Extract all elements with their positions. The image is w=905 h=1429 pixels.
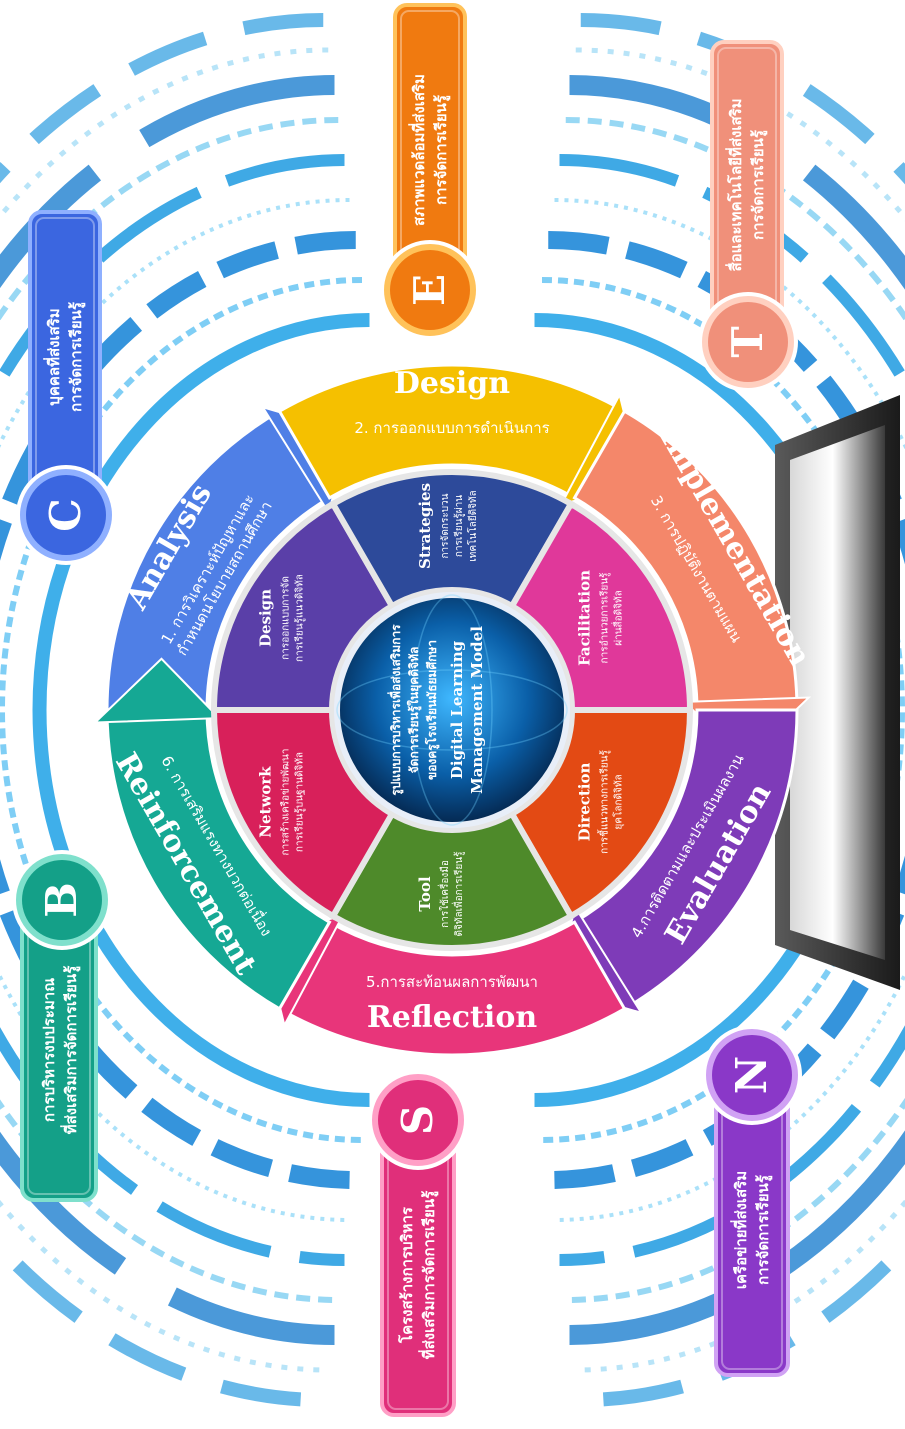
badge-circle-c: C bbox=[16, 465, 116, 565]
inner-title-facilitation: Facilitation bbox=[575, 570, 593, 666]
inner-title-network: Network bbox=[257, 766, 275, 838]
inner-segment-facilitation: Facilitation การอำนวยการเรียนรู้ผ่านสื่อด… bbox=[507, 499, 694, 713]
badge-b: การบริหารงบประมาณที่ส่งเสริมการจัดการเรี… bbox=[12, 850, 112, 1202]
background-arc bbox=[32, 313, 370, 1107]
badge-circle-t: T bbox=[698, 292, 798, 392]
badge-text2-n: การจัดการเรียนรู้ bbox=[754, 1174, 773, 1285]
inner-desc1-strategies: การจัดกระบวน bbox=[440, 493, 451, 558]
badge-circle-n: N bbox=[702, 1025, 802, 1125]
badge-e: สภาพแวดล้อมที่ส่งเสริมการจัดการเรียนรู้ E bbox=[380, 3, 480, 340]
badge-text1-c: บุคคลที่ส่งเสริม bbox=[43, 308, 64, 405]
badge-letter-c: C bbox=[41, 498, 90, 531]
badge-letter-b: B bbox=[37, 882, 86, 918]
inner-title-strategies: Strategies bbox=[416, 483, 434, 569]
background-arc bbox=[0, 277, 363, 1143]
badge-circle-b: B bbox=[12, 850, 112, 950]
badge-letter-s: S bbox=[393, 1105, 442, 1135]
cycle-title-design: Design bbox=[394, 366, 510, 401]
background-arc bbox=[0, 231, 356, 1189]
badge-circle-s: S bbox=[368, 1070, 468, 1170]
background-arc bbox=[0, 47, 329, 1373]
badge-t: สื่อและเทคโนโลยีที่ส่งเสริมการจัดการเรีย… bbox=[698, 40, 798, 392]
inner-desc2-network: การเรียนรู้บนฐานดิจิทัล bbox=[294, 752, 306, 852]
background-arc bbox=[0, 117, 339, 1303]
badge-n: เครือข่ายที่ส่งเสริมการจัดการเรียนรู้ N bbox=[702, 1025, 802, 1377]
center-line2: จัดการเรียนรู้ในยุคดิจิทัล bbox=[406, 647, 422, 774]
background-arc bbox=[580, 13, 905, 1407]
cycle-subtitle-design: 2. การออกแบบการดำเนินการ bbox=[354, 419, 549, 437]
background-arc bbox=[0, 154, 345, 1266]
inner-desc3-strategies: เทคโนโลยีดิจิทัล bbox=[466, 490, 479, 561]
background-arc bbox=[0, 198, 350, 1222]
inner-segment-strategies: Strategies การจัดกระบวนการเรียนรู้ผ่านเทค… bbox=[328, 469, 576, 611]
inner-desc1-network: การสร้างเครือข่ายพัฒนา bbox=[280, 749, 292, 856]
badges: บุคคลที่ส่งเสริมการจัดการเรียนรู้Cสภาพแว… bbox=[12, 3, 802, 1417]
inner-desc2-facilitation: ผ่านสื่อดิจิทัล bbox=[610, 590, 624, 646]
inner-desc1-facilitation: การอำนวยการเรียนรู้ bbox=[598, 572, 610, 663]
badge-text2-b: ที่ส่งเสริมการจัดการเรียนรู้ bbox=[60, 965, 81, 1134]
background-arc bbox=[0, 13, 324, 1407]
badge-text1-t: สื่อและเทคโนโลยีที่ส่งเสริม bbox=[725, 98, 745, 271]
inner-desc1-tool: การใช้เครื่องมือ bbox=[437, 860, 451, 928]
badge-letter-t: T bbox=[723, 326, 772, 357]
cycle-title-reflection: Reflection bbox=[367, 1000, 537, 1035]
badge-text1-e: สภาพแวดล้อมที่ส่งเสริม bbox=[408, 74, 428, 226]
badge-text1-n: เครือข่ายที่ส่งเสริม bbox=[730, 1171, 750, 1289]
inner-desc1-direction: การชี้แนวทางการเรียนรู้ bbox=[596, 750, 610, 854]
badge-circle-e: E bbox=[380, 240, 480, 340]
badge-s: โครงสร้างการบริหารที่ส่งเสริมการจัดการเร… bbox=[368, 1070, 468, 1417]
background-arc bbox=[569, 75, 905, 1345]
badge-text2-e: การจัดการเรียนรู้ bbox=[432, 94, 451, 205]
badge-text1-s: โครงสร้างการบริหาร bbox=[397, 1206, 416, 1344]
badge-text2-c: การจัดการเรียนรู้ bbox=[67, 301, 86, 412]
inner-segment-design: Design การออกแบบการจัดการเรียนรู้แนวดิจิท… bbox=[210, 499, 397, 713]
inner-desc1-design: การออกแบบการจัด bbox=[281, 576, 292, 660]
monitor-shape bbox=[775, 395, 900, 990]
badge-letter-n: N bbox=[727, 1056, 776, 1094]
center-title: รูปแบบการบริหารเพื่อส่งเสริมการจัดการเรี… bbox=[387, 624, 486, 796]
inner-desc2-tool: ดิจิทัลเพื่อการเรียนรู้ bbox=[451, 851, 465, 937]
center-line5: Management Model bbox=[468, 626, 486, 794]
inner-title-design: Design bbox=[257, 589, 275, 647]
inner-desc2-direction: ยุคโลกดิจิทัล bbox=[611, 774, 624, 829]
inner-title-direction: Direction bbox=[575, 762, 593, 841]
center-line4: Digital Learning bbox=[448, 640, 466, 779]
center-line1: รูปแบบการบริหารเพื่อส่งเสริมการ bbox=[387, 624, 404, 796]
cycle-subtitle-reflection: 5.การสะท้อนผลการพัฒนา bbox=[366, 973, 538, 991]
background-arc bbox=[0, 75, 335, 1345]
background-arc bbox=[575, 47, 905, 1373]
inner-desc2-design: การเรียนรู้แนวดิจิทัล bbox=[294, 574, 306, 662]
globe bbox=[334, 592, 570, 828]
badge-letter-e: E bbox=[405, 274, 454, 306]
inner-title-tool: Tool bbox=[416, 876, 434, 911]
inner-segments: Design การออกแบบการจัดการเรียนรู้แนวดิจิท… bbox=[210, 469, 694, 951]
center-line3: ของครูโรงเรียนมัธยมศึกษา bbox=[424, 640, 440, 780]
badge-c: บุคคลที่ส่งเสริมการจัดการเรียนรู้ C bbox=[16, 210, 116, 565]
badge-text1-b: การบริหารงบประมาณ bbox=[40, 978, 58, 1122]
badge-text2-s: ที่ส่งเสริมการจัดการเรียนรู้ bbox=[418, 1190, 439, 1359]
badge-text2-t: การจัดการเรียนรู้ bbox=[749, 129, 768, 240]
inner-desc2-strategies: การเรียนรู้ผ่าน bbox=[453, 495, 465, 557]
inner-segment-network: Network การสร้างเครือข่ายพัฒนาการเรียนรู้… bbox=[210, 707, 397, 921]
